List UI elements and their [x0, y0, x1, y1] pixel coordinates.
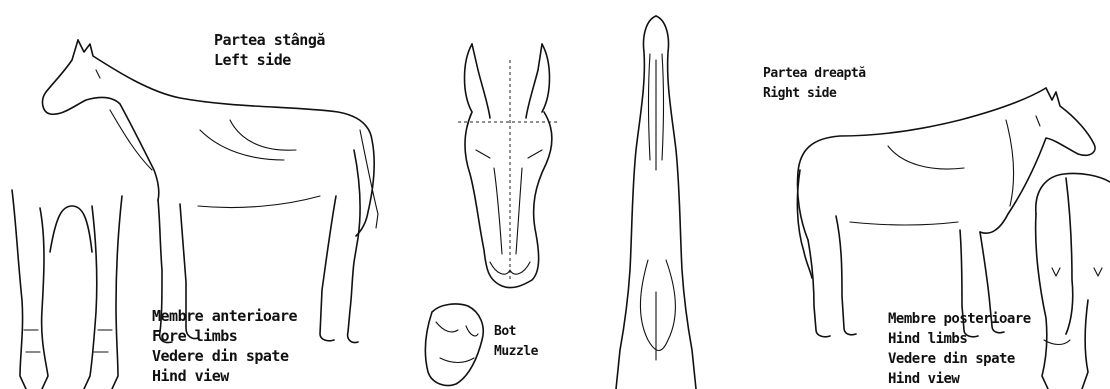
left-side-label: Partea stângă Left side: [214, 30, 325, 70]
right-side-label-ro: Partea dreaptă: [763, 64, 866, 84]
hind-limbs-label: Membre posterioare Hind limbs Vedere din…: [888, 309, 1031, 389]
hind-limbs-label-ro: Membre posterioare: [888, 309, 1031, 329]
left-side-label-en: Left side: [214, 50, 325, 70]
fore-view-label-en: Hind view: [152, 366, 297, 386]
left-side-horse: [43, 40, 378, 343]
head-front-view: [458, 44, 560, 288]
hind-view-label-en: Hind view: [888, 369, 1031, 389]
hind-limbs-label-en: Hind limbs: [888, 329, 1031, 349]
fore-limbs-label: Membre anterioare Fore limbs Vedere din …: [152, 306, 297, 386]
muzzle-view: [425, 304, 483, 386]
fore-limbs-label-ro: Membre anterioare: [152, 306, 297, 326]
neck-top-view: [616, 16, 696, 389]
fore-view-label-ro: Vedere din spate: [152, 346, 297, 366]
hind-limbs-view: [1036, 173, 1110, 389]
right-side-label-en: Right side: [763, 84, 866, 104]
fore-limbs-view: [12, 190, 122, 389]
muzzle-label-ro: Bot: [494, 322, 538, 342]
muzzle-label-en: Muzzle: [494, 342, 538, 362]
fore-limbs-label-en: Fore limbs: [152, 326, 297, 346]
left-side-label-ro: Partea stângă: [214, 30, 325, 50]
right-side-horse: [797, 88, 1095, 337]
hind-view-label-ro: Vedere din spate: [888, 349, 1031, 369]
right-side-label: Partea dreaptă Right side: [763, 64, 866, 104]
muzzle-label: Bot Muzzle: [494, 322, 538, 362]
